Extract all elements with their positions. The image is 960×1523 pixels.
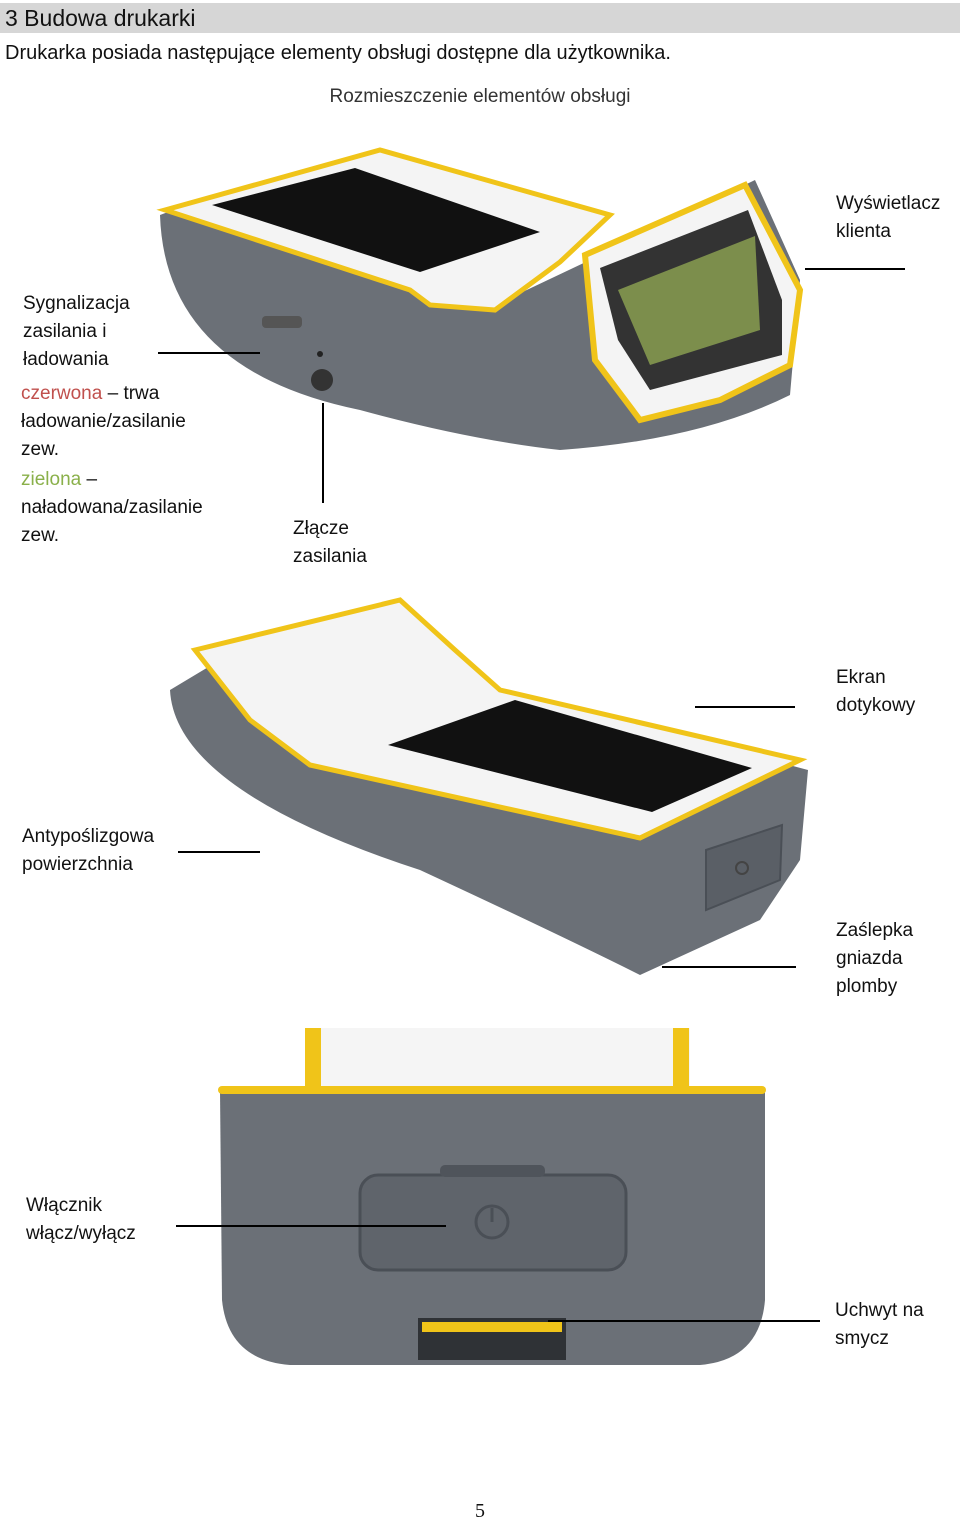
callout-line-customer-display [805, 268, 905, 270]
callout-line-power-signal [158, 352, 260, 354]
label-power-signal: Sygnalizacja zasilania i ładowania [23, 293, 130, 370]
printer-view-side [170, 597, 808, 975]
callout-line-seal-cover [662, 966, 796, 968]
label-anti-slip: Antypoślizgowa powierzchnia [22, 826, 155, 875]
callout-line-touch-screen [695, 706, 795, 708]
callout-line-power-switch [176, 1225, 446, 1227]
page-number: 5 [475, 1500, 485, 1522]
label-green-state: zielona – naładowana/zasilanie zew. [21, 466, 203, 550]
label-power-connector: Złącze zasilania [293, 518, 367, 567]
printer-view-top [156, 147, 804, 450]
label-touch-screen: Ekran dotykowy [836, 667, 916, 716]
section-heading: 3 Budowa drukarki [0, 3, 960, 33]
callout-line-anti-slip [178, 851, 260, 853]
label-seal-cover: Zaślepka gniazda plomby [836, 920, 914, 997]
label-green-word: zielona [21, 469, 82, 490]
figure-caption: Rozmieszczenie elementów obsługi [329, 86, 631, 107]
label-power-switch: Włącznik włącz/wyłącz [26, 1195, 136, 1244]
label-strap-holder: Uchwyt na smycz [835, 1300, 924, 1349]
label-customer-display: Wyświetlacz klienta [836, 193, 941, 242]
callout-line-strap-holder [548, 1320, 820, 1322]
label-red-desc: – trwa ładowanie/zasilanie zew. [21, 383, 186, 460]
label-red-word: czerwona [21, 383, 103, 404]
printer-view-front [218, 1028, 766, 1365]
label-red-state: czerwona – trwa ładowanie/zasilanie zew. [21, 380, 186, 464]
intro-text: Drukarka posiada następujące elementy ob… [5, 42, 671, 64]
label-green-desc: – naładowana/zasilanie zew. [21, 469, 203, 546]
callout-line-power-connector [322, 403, 324, 503]
